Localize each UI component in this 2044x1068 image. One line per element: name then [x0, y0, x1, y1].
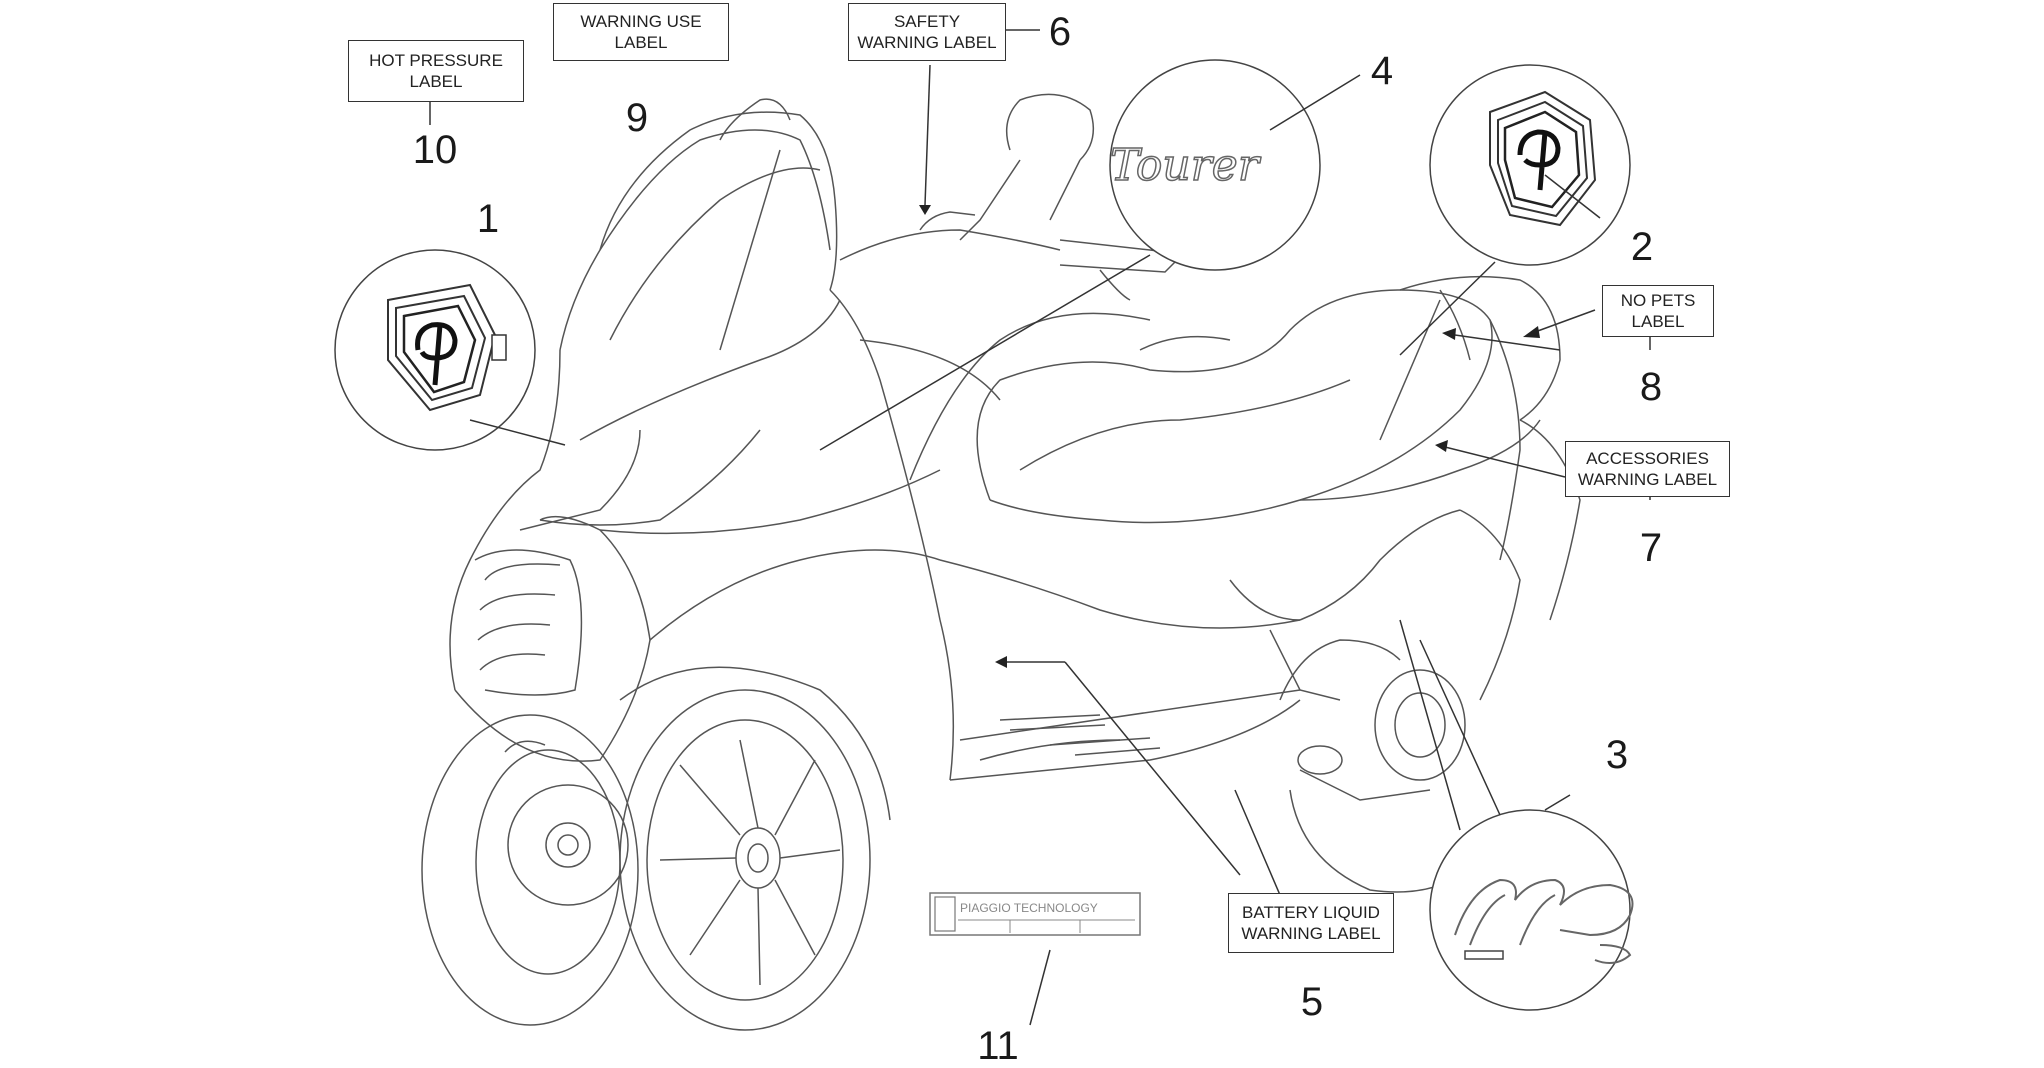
svg-text:PIAGGIO TECHNOLOGY: PIAGGIO TECHNOLOGY [960, 901, 1098, 915]
hot-pressure-label-line2: LABEL [409, 72, 463, 91]
piaggio-emblem-icon [387, 283, 507, 412]
rear-body [1229, 275, 1581, 701]
detail-circle-2 [1399, 64, 1631, 356]
front-left-wheel [421, 714, 639, 1026]
callout-4: 4 [1370, 49, 1394, 93]
callout-10: 10 [412, 128, 458, 172]
callout-11: 11 [977, 1024, 1019, 1068]
safety-warning-label-line2: WARNING LABEL [857, 33, 997, 52]
callout-7: 7 [1639, 526, 1663, 570]
callout-5: 5 [1300, 980, 1324, 1024]
battery-liquid-label-line1: BATTERY LIQUID [1242, 903, 1380, 922]
warning-use-label-line1: WARNING USE [580, 12, 702, 31]
callout-8: 8 [1639, 365, 1663, 409]
body-panels [599, 289, 1301, 781]
callout-6: 6 [1048, 10, 1072, 54]
accessories-warning-label-line2: WARNING LABEL [1577, 470, 1718, 489]
mp3-decal [1454, 878, 1634, 965]
no-pets-label-box: NO PETS LABEL [1602, 285, 1714, 337]
callout-3: 3 [1605, 733, 1629, 777]
detail-circle-1 [334, 249, 566, 451]
scooter-drawing [421, 93, 1581, 1031]
windshield [599, 111, 838, 351]
safety-warning-label-box: SAFETY WARNING LABEL [848, 3, 1006, 61]
tourer-decal: Tourer [1110, 140, 1262, 191]
piaggio-emblem-icon [1489, 90, 1597, 227]
callout-2: 2 [1630, 225, 1654, 269]
battery-liquid-label-box: BATTERY LIQUID WARNING LABEL [1228, 893, 1394, 953]
hot-pressure-label-line1: HOT PRESSURE [369, 51, 503, 70]
front-fascia [449, 98, 841, 762]
front-right-wheel [619, 666, 891, 1031]
accessories-warning-label-box: ACCESSORIES WARNING LABEL [1565, 441, 1730, 497]
detail-circle-3 [1399, 619, 1634, 1011]
safety-warning-label-line1: SAFETY [893, 12, 961, 31]
hot-pressure-label-box: HOT PRESSURE LABEL [348, 40, 524, 102]
warning-use-label-line2: LABEL [614, 33, 668, 52]
callout-1: 1 [476, 197, 500, 241]
seat [976, 289, 1493, 524]
warning-use-label-box: WARNING USE LABEL [553, 3, 729, 61]
battery-liquid-label-line2: WARNING LABEL [1241, 924, 1381, 943]
detail-circle-4: Tourer [819, 59, 1361, 451]
engine [1279, 639, 1431, 801]
no-pets-label-line2: LABEL [1631, 312, 1685, 331]
accessories-warning-label-line1: ACCESSORIES [1586, 449, 1709, 468]
no-pets-label-line1: NO PETS [1620, 291, 1696, 310]
piaggio-technology-plate: PIAGGIO TECHNOLOGY [929, 892, 1141, 936]
callout-9: 9 [625, 96, 649, 140]
